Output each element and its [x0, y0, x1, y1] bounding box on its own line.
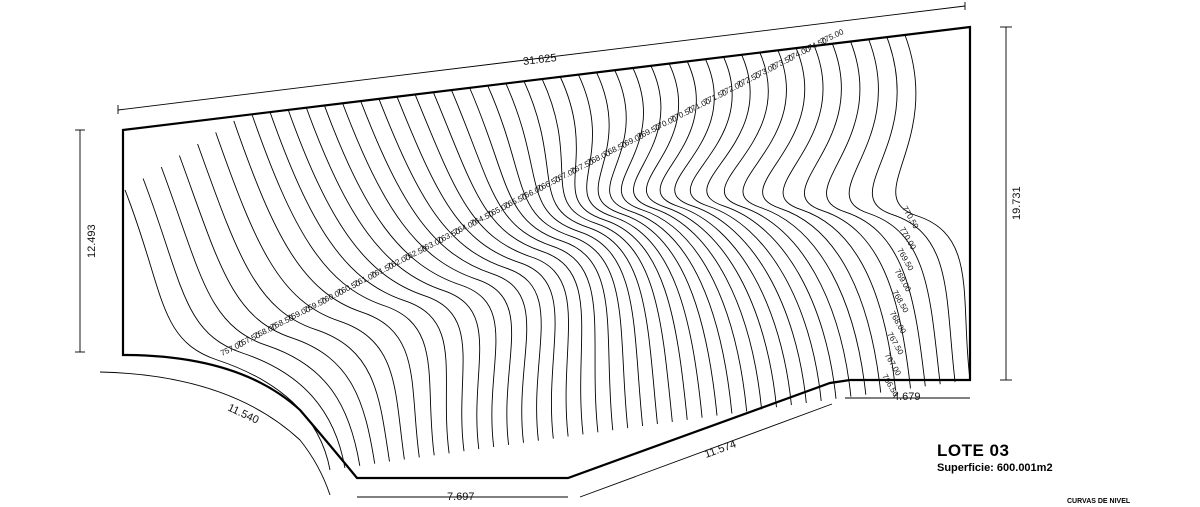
contour-line: [269, 112, 450, 454]
contour-line: [645, 63, 777, 408]
contour-line: [305, 107, 481, 450]
contour-line: [659, 61, 792, 406]
contour-line: [633, 65, 763, 410]
contour-legend: CURVAS DE NIVEL: [1067, 498, 1131, 505]
dim-left: 12.493: [86, 224, 98, 258]
contour-line: [124, 189, 331, 471]
contour-line: [432, 92, 584, 435]
dim-bottom-right: 4.679: [893, 391, 921, 403]
contour-line: [848, 39, 941, 385]
contour-line: [342, 103, 513, 445]
contour-line: [324, 105, 497, 448]
contour-line: [251, 114, 435, 456]
contour-line: [378, 98, 542, 441]
contour-line: [578, 74, 703, 418]
contour-line: [674, 59, 807, 404]
contour-lines: [124, 34, 971, 471]
contour-line: [742, 50, 867, 395]
contour-line: [197, 143, 390, 462]
contour-line: [689, 56, 822, 401]
contour-line: [160, 166, 361, 466]
contour-line: [523, 81, 658, 425]
contour-line: [706, 54, 837, 399]
contour-line: [609, 70, 733, 414]
contour-line: [215, 132, 405, 460]
dim-bottom: 7.697: [447, 491, 475, 503]
contour-line: [233, 120, 420, 458]
contour-labels-right: 770.50770.00769.50769.00768.50768.00767.…: [880, 205, 920, 399]
contour-line: [559, 76, 688, 420]
contour-line: [826, 41, 926, 387]
contour-line: [469, 87, 614, 431]
dim-bottom-diag: 11.574: [703, 438, 738, 461]
lot-boundary: [121, 25, 972, 480]
contour-line: [360, 101, 528, 443]
contour-line: [596, 72, 718, 416]
contour-line: [895, 34, 971, 381]
contour-line: [505, 83, 644, 427]
contour-labels-left: 757.00757.50758.00758.50759.00759.50760.…: [219, 27, 845, 358]
contour-line: [178, 155, 376, 464]
contour-line: [142, 178, 346, 468]
contour-line: [872, 37, 956, 383]
dimension-lines: [75, 2, 1012, 498]
dim-right: 19.731: [1011, 186, 1023, 220]
contour-line: [762, 48, 882, 393]
contour-line: [620, 67, 748, 412]
contour-line: [396, 96, 556, 439]
contour-label: 766.50: [880, 373, 900, 399]
contour-line: [782, 45, 897, 391]
dim-arc: 11.540: [226, 402, 261, 427]
lot-title: LOTE 03: [937, 441, 1010, 460]
dim-top: 31.625: [522, 52, 557, 68]
lot-area: Superficie: 600.001m2: [937, 462, 1053, 474]
contour-line: [723, 52, 852, 397]
contour-line: [803, 43, 911, 389]
contour-line: [414, 94, 569, 437]
contour-line: [451, 90, 599, 433]
contour-line: [541, 79, 673, 422]
contour-line: [287, 109, 465, 452]
contour-line: [487, 85, 629, 429]
